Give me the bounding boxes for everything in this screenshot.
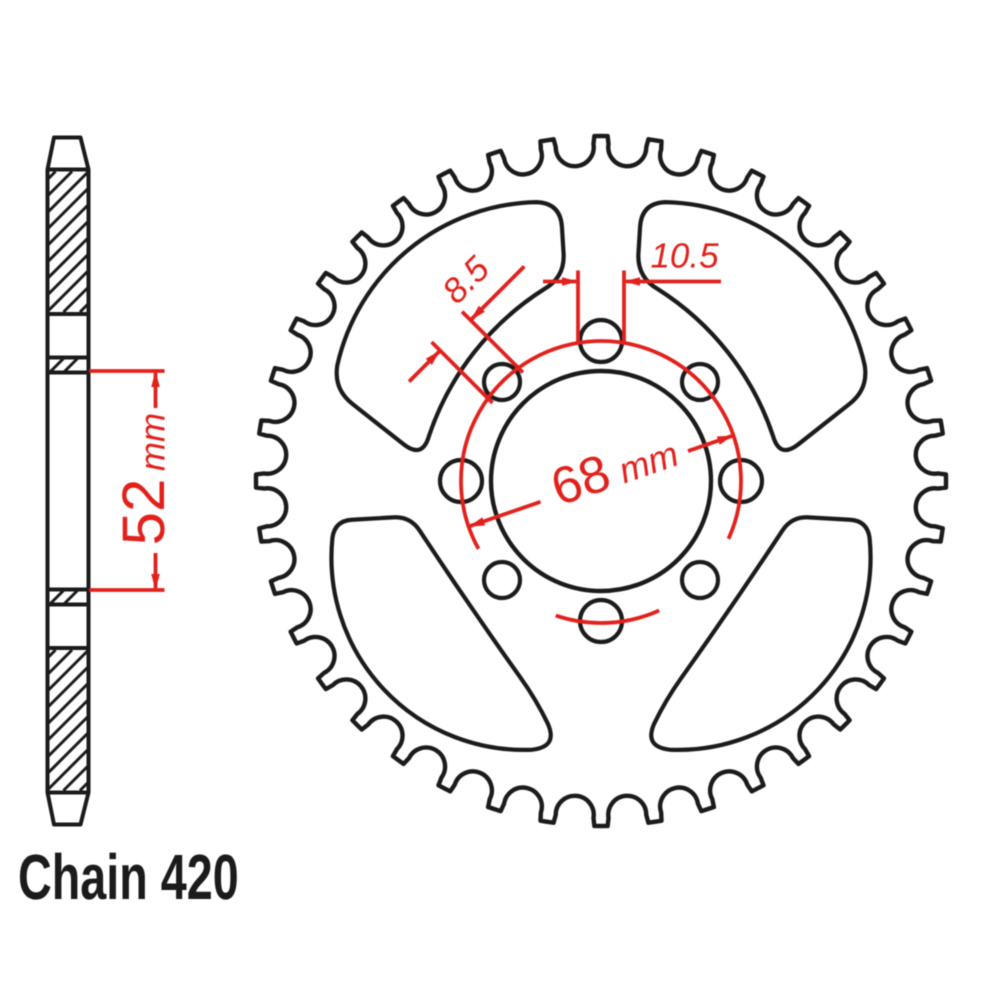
hatch-line bbox=[48, 356, 66, 374]
hatch-line bbox=[46, 698, 90, 742]
center-bore bbox=[488, 368, 714, 594]
hatch-line bbox=[46, 203, 90, 247]
dim-85-ext-b bbox=[430, 340, 494, 405]
side-view-band-hatch bbox=[48, 588, 80, 606]
hatch-line bbox=[78, 302, 90, 314]
hatch-line bbox=[46, 648, 57, 660]
bolt-hole-small bbox=[679, 361, 721, 403]
bolt-circle-arc-main bbox=[459, 339, 743, 550]
bolt-circle-arc-bottom bbox=[555, 608, 660, 625]
hatch-line bbox=[46, 170, 90, 214]
side-view-band-hatch bbox=[48, 356, 80, 374]
dim-85-ext-a bbox=[460, 310, 525, 374]
hatch-line bbox=[46, 236, 90, 280]
kidney-cutout bbox=[636, 200, 868, 453]
hatch-line bbox=[46, 648, 74, 676]
bolt-hole-small bbox=[679, 559, 721, 601]
hatch-line bbox=[46, 170, 57, 181]
hatch-line bbox=[46, 714, 90, 759]
bolt-hole-small bbox=[481, 559, 523, 601]
hatch-line bbox=[62, 356, 80, 374]
hatch-line bbox=[48, 588, 66, 606]
kidney-cutout bbox=[334, 200, 566, 453]
dim-68-arrow-left bbox=[468, 517, 486, 527]
hatch-line bbox=[62, 285, 90, 314]
dim-52-arrow-top bbox=[151, 371, 160, 387]
dim-52-arrow-bottom bbox=[151, 574, 160, 590]
hatch-line bbox=[46, 665, 90, 709]
hatch-line bbox=[46, 170, 74, 198]
hatch-line bbox=[46, 186, 90, 231]
side-view-hatch-bottom bbox=[46, 648, 90, 792]
hatch-line bbox=[62, 764, 90, 792]
hatch-line bbox=[78, 780, 90, 792]
dim-105-value: 10.5 bbox=[650, 237, 719, 276]
bolt-hole-small bbox=[481, 361, 523, 403]
dim-85-arrow-b bbox=[425, 350, 441, 365]
dim-68-arrow-right bbox=[716, 435, 734, 445]
hatch-line bbox=[46, 219, 90, 264]
dim-68-unit: mm bbox=[613, 433, 683, 491]
hatch-line bbox=[46, 252, 90, 297]
side-view-hatch-top bbox=[46, 170, 90, 314]
hatch-line bbox=[46, 731, 90, 775]
dim-85-arrow-a bbox=[470, 305, 485, 321]
side-view-outline bbox=[45, 135, 91, 827]
chain-size-label: Chain 420 bbox=[18, 841, 239, 913]
hatch-line bbox=[62, 588, 80, 606]
dim-105-arrow-right bbox=[624, 277, 640, 286]
dim-68-value: 68 bbox=[544, 444, 618, 518]
dim-52-value: 52 bbox=[110, 479, 177, 546]
kidney-cutout bbox=[329, 515, 553, 752]
tooth-ring-outline bbox=[253, 133, 949, 829]
hatch-line bbox=[46, 648, 90, 693]
hatch-line bbox=[46, 681, 90, 726]
kidney-cutout bbox=[649, 515, 873, 752]
hatch-line bbox=[46, 747, 90, 792]
dim-105-arrow-left bbox=[562, 277, 578, 286]
hatch-line bbox=[46, 269, 90, 313]
dim-52-unit: mm bbox=[134, 413, 173, 471]
